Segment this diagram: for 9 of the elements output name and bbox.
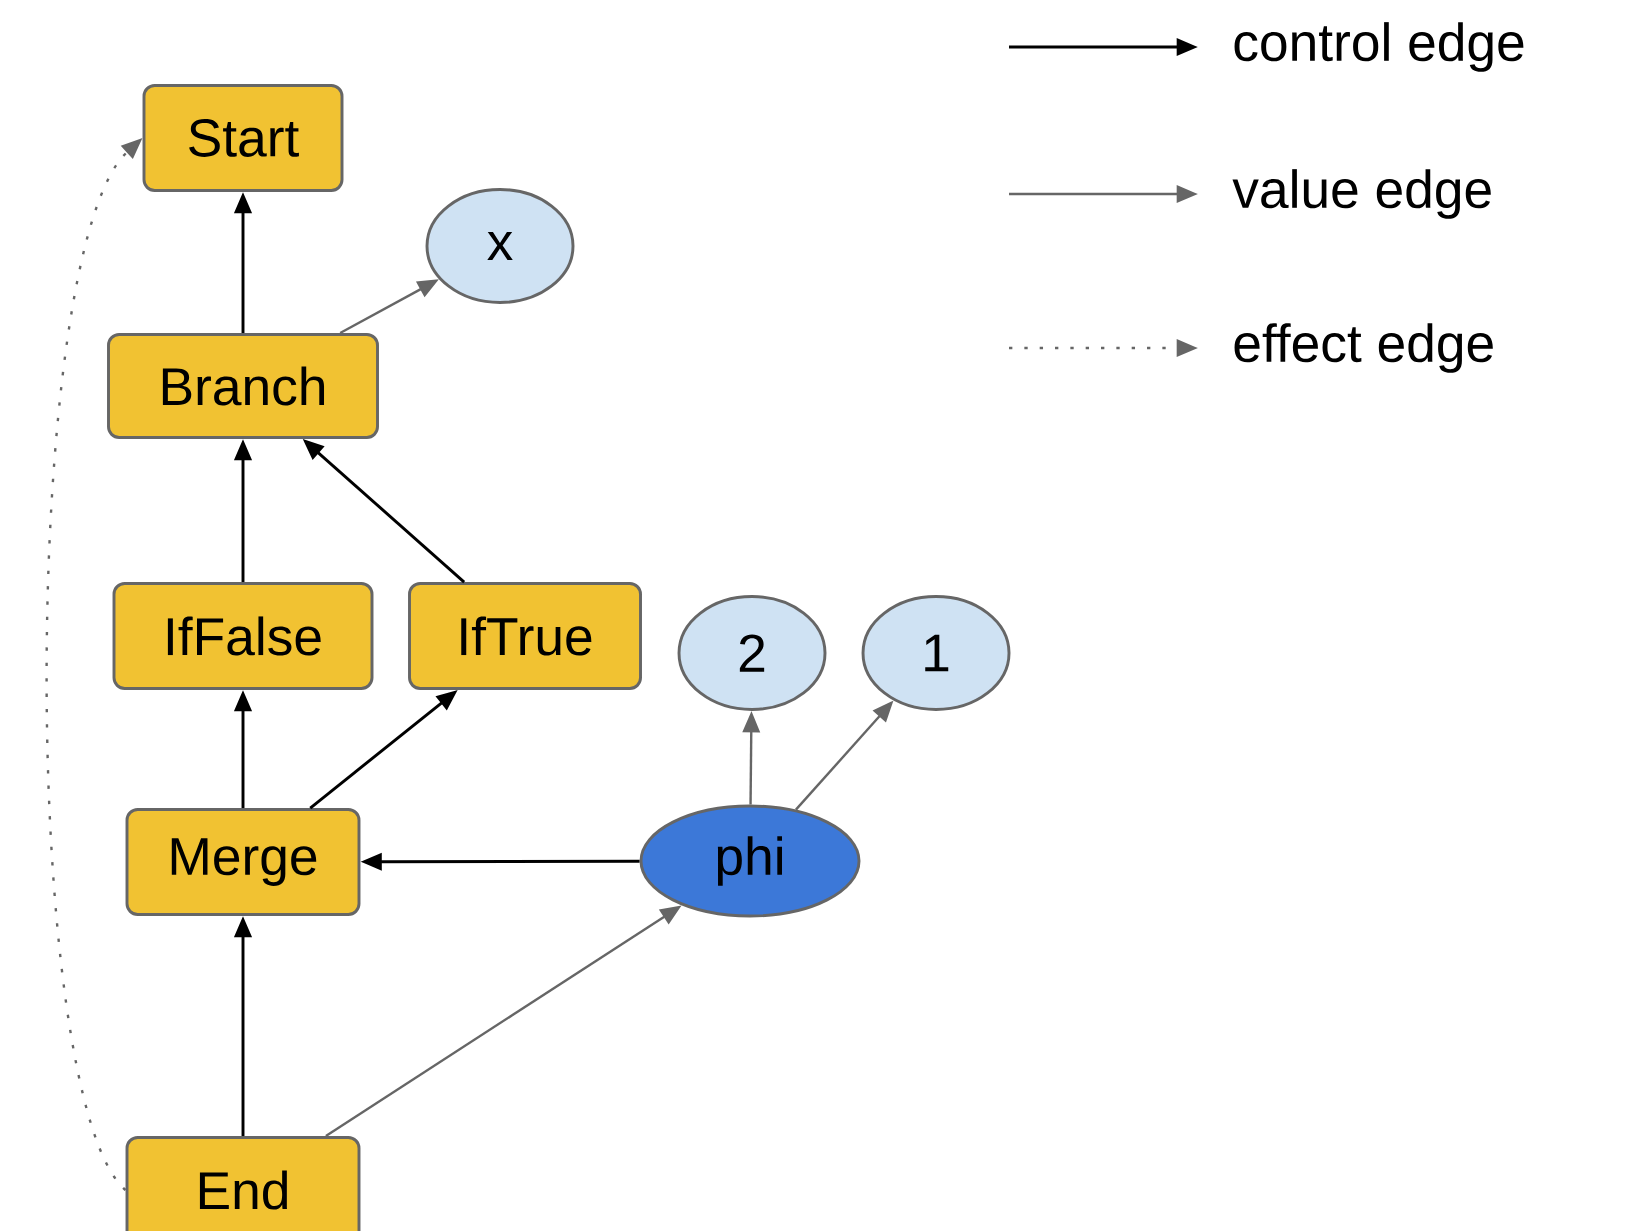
process-box: Merge (125, 808, 361, 916)
process-box: IfTrue (408, 582, 642, 690)
process-box: End (125, 1136, 361, 1231)
process-box: IfFalse (112, 582, 374, 690)
process-box: Branch (107, 333, 379, 439)
legend-label: value edge (1232, 169, 1491, 219)
legend-label: control edge (1234, 22, 1524, 72)
process-box: Start (142, 84, 344, 192)
legend-label: effect edge (1234, 323, 1493, 373)
